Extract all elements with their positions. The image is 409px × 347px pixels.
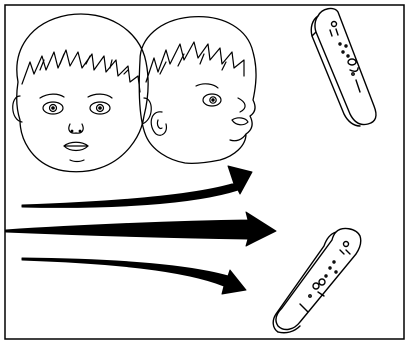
arrow-curved-down [22,258,246,294]
arrow-curved-up [22,166,252,207]
arrow-straight [6,212,276,246]
handheld-device-upper [311,9,376,126]
handheld-device-lower [273,229,361,333]
diagram-frame [5,5,404,339]
infant-face-front [13,14,152,172]
infant-face-profile [139,17,256,164]
